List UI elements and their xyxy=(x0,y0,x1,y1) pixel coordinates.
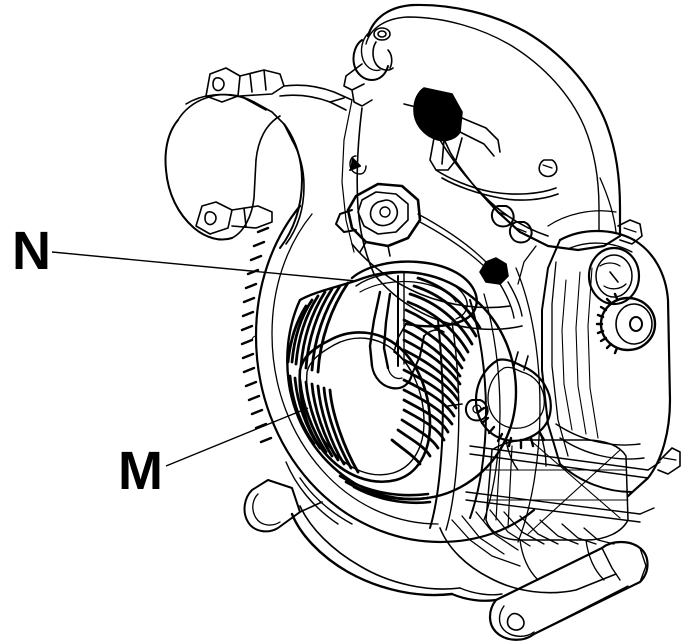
fan-housing xyxy=(240,204,536,544)
base-foot xyxy=(243,479,649,641)
fuel-cap xyxy=(587,246,641,306)
leader-line-M xyxy=(165,407,309,467)
callout-leader-lines xyxy=(51,251,357,467)
throttle-trigger xyxy=(413,87,559,201)
callout-label-m: M xyxy=(118,441,163,501)
choke-knob xyxy=(595,292,657,355)
primer-bulb xyxy=(474,351,552,471)
exhaust-link xyxy=(279,84,353,111)
muffler-cover xyxy=(164,67,305,249)
engine-drawing-group xyxy=(164,3,681,641)
callout-label-n: N xyxy=(12,221,51,281)
air-filter-cover xyxy=(541,230,672,498)
shroud-rim-texture xyxy=(240,226,273,444)
spark-plug-boot xyxy=(335,182,523,319)
shroud-lower-edge xyxy=(285,461,353,525)
chassis-braces xyxy=(465,445,661,523)
shroud-spine xyxy=(429,267,541,543)
spark-plug-cover xyxy=(298,331,432,483)
shell-screw-bosses xyxy=(490,159,558,244)
starter-grip xyxy=(350,260,478,390)
chassis-back-plate xyxy=(517,177,681,475)
leader-line-N xyxy=(51,251,357,282)
rear-handle xyxy=(343,3,622,252)
